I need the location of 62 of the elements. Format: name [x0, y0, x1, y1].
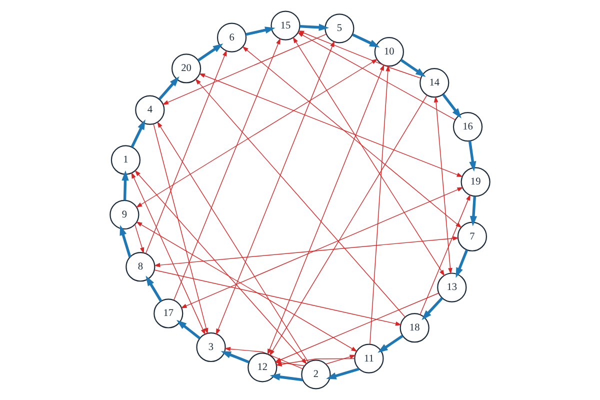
arrow	[442, 94, 462, 118]
arrow	[292, 36, 445, 276]
node-circle: 2	[301, 360, 331, 390]
node-circle: 11	[354, 344, 384, 374]
arrow	[378, 334, 404, 353]
arrow	[267, 64, 384, 356]
arrow	[120, 225, 132, 258]
arrow	[130, 119, 146, 148]
node-circle: 3	[196, 332, 226, 362]
arrow	[246, 26, 276, 36]
node-circle: 17	[154, 298, 184, 328]
arrow	[198, 73, 464, 177]
arrow	[468, 140, 476, 172]
node-circle: 20	[171, 54, 202, 84]
arrow	[274, 292, 439, 362]
arrow	[400, 58, 426, 77]
arrow	[176, 320, 201, 340]
arrow	[154, 270, 402, 326]
node-circle: 16	[452, 112, 483, 142]
arrow	[198, 43, 224, 62]
node-circle: 1	[110, 145, 141, 175]
arrow	[456, 250, 468, 278]
node-circle: 19	[460, 167, 490, 197]
arrow	[195, 78, 406, 318]
arrow	[145, 50, 227, 254]
node-circle: 6	[216, 22, 247, 52]
arrow	[269, 94, 428, 356]
arrow	[300, 24, 330, 31]
arrow	[297, 32, 456, 120]
arrow	[470, 196, 478, 226]
arrow	[131, 172, 206, 336]
node-circle: 4	[135, 95, 165, 125]
node-circle: 8	[126, 252, 156, 282]
node-circle: 7	[457, 222, 488, 252]
arrow	[162, 34, 326, 105]
arrow	[158, 76, 180, 100]
node-circle: 15	[270, 10, 300, 40]
arrow	[136, 221, 358, 352]
arrow	[370, 65, 390, 345]
arrow	[326, 354, 356, 364]
arrow	[122, 170, 129, 200]
arrow	[220, 351, 250, 364]
arrow	[157, 121, 309, 362]
arrow	[326, 368, 360, 380]
arrow	[224, 346, 304, 370]
arrow	[153, 124, 208, 334]
node-circle: 12	[248, 352, 278, 382]
node-circle: 5	[324, 14, 354, 44]
arrow	[352, 33, 380, 48]
arrow	[154, 236, 460, 268]
node-circle: 9	[110, 200, 140, 230]
arrow	[434, 96, 452, 274]
arrow	[270, 373, 303, 382]
node-circle: 10	[374, 37, 404, 67]
arrow	[422, 297, 444, 320]
node-circle: 14	[420, 68, 450, 98]
arrow	[146, 276, 162, 302]
node-circle: 13	[437, 272, 467, 302]
arrow	[134, 224, 144, 254]
arrow	[174, 38, 280, 300]
node-circle: 18	[400, 313, 430, 343]
arrow	[420, 194, 470, 315]
